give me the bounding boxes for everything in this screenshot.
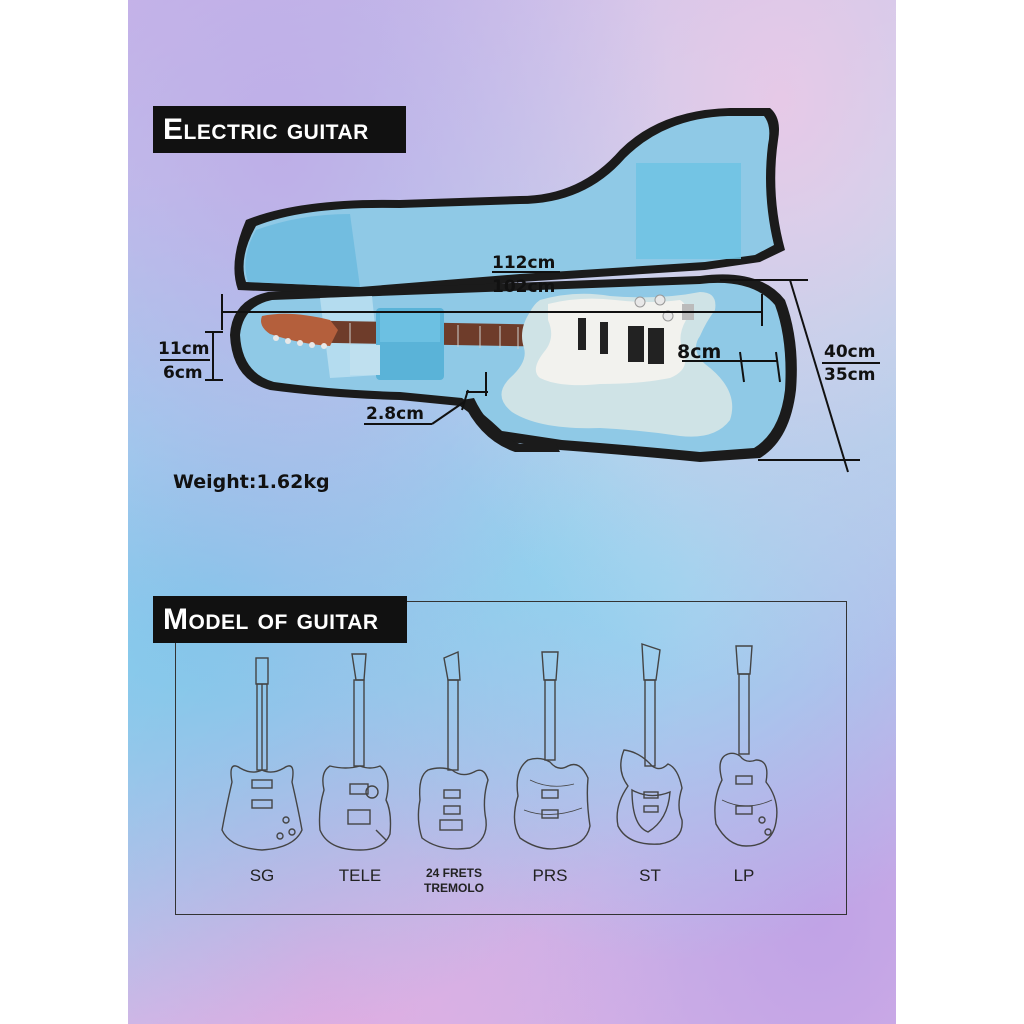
tele-guitar-sketch [318, 653, 392, 851]
model-tele: TELE [328, 866, 392, 886]
guitar-headstock [261, 313, 338, 346]
neck-gap-label: 2.8cm [366, 404, 424, 424]
width-dimension-line [789, 279, 849, 473]
depth-outer-label: 11cm [158, 339, 210, 359]
model-tremolo-label-line2: TREMOLO [424, 881, 484, 895]
model-heading-box: Model of guitar [153, 596, 407, 643]
st-guitar-sketch [616, 643, 683, 845]
body-pad-label: 8cm [677, 341, 722, 363]
tremolo-guitar-sketch [417, 650, 489, 850]
models-frame [175, 601, 847, 915]
electric-guitar-heading: Electric guitar [163, 112, 369, 146]
model-lp: LP [714, 866, 774, 886]
model-sg: SG [232, 866, 292, 886]
width-inner-label: 35cm [824, 365, 876, 385]
model-prs-label: PRS [532, 866, 568, 885]
depth-inner-label: 6cm [163, 363, 203, 383]
lid-pocket [636, 163, 741, 259]
model-tremolo: 24 FRETS TREMOLO [414, 866, 494, 896]
model-st: ST [620, 866, 680, 886]
length-inner-label: 102cm [492, 277, 556, 297]
case-strap [462, 398, 560, 452]
sg-guitar-sketch [221, 657, 303, 851]
model-tremolo-label-line1: 24 FRETS [425, 866, 482, 880]
model-st-label: ST [639, 866, 661, 885]
prs-guitar-sketch [513, 651, 591, 850]
model-lp-label: LP [733, 866, 755, 885]
model-heading: Model of guitar [163, 602, 379, 636]
length-outer-label: 112cm [492, 253, 556, 273]
lp-guitar-sketch [714, 645, 778, 847]
width-outer-label: 40cm [824, 342, 876, 362]
model-prs: PRS [520, 866, 580, 886]
electric-guitar-heading-box: Electric guitar [153, 106, 406, 153]
model-tele-label: TELE [338, 866, 382, 885]
model-sg-label: SG [249, 866, 275, 885]
weight-label: Weight:1.62kg [173, 471, 330, 493]
